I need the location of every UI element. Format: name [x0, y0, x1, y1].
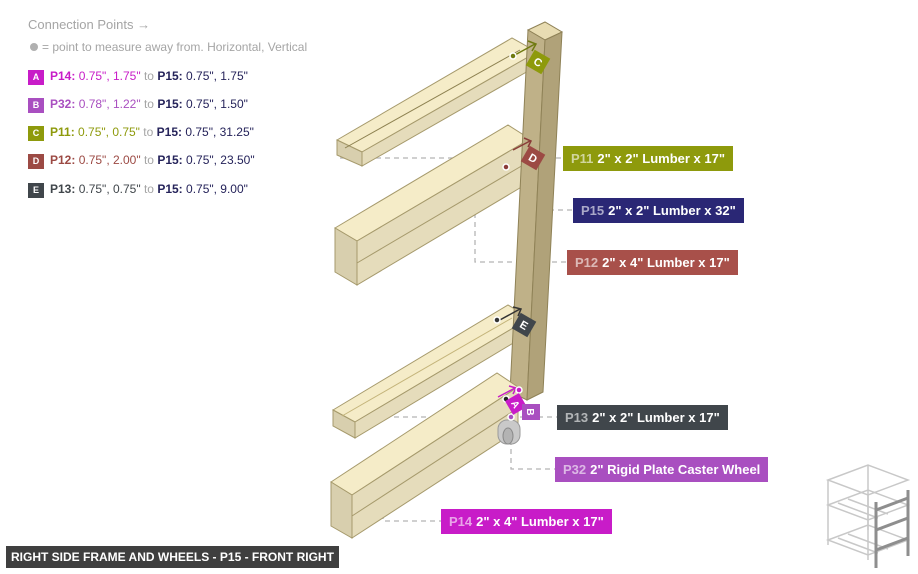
svg-text:A: A — [508, 399, 521, 411]
part-id: P14 — [449, 514, 473, 529]
part-id: P13 — [565, 410, 589, 425]
connection-row-e: E P13: 0.75", 0.75" to P15: 0.75", 9.00" — [28, 181, 248, 198]
badge-c-icon: C — [525, 49, 551, 75]
legend-title: Connection Points → — [28, 17, 151, 32]
part-desc: 2" x 4" Lumber x 17" — [476, 514, 604, 529]
part-desc: 2" Rigid Plate Caster Wheel — [590, 462, 761, 477]
to-value: 0.75", 31.25" — [185, 125, 254, 139]
part-desc: 2" x 2" Lumber x 32" — [608, 203, 736, 218]
to-value: 0.75", 1.75" — [186, 69, 248, 83]
connection-row-c: C P11: 0.75", 0.75" to P15: 0.75", 31.25" — [28, 124, 254, 141]
connection-row-b: B P32: 0.78", 1.22" to P15: 0.75", 1.50" — [28, 96, 248, 113]
to-part: P15: — [157, 69, 183, 83]
to-part: P15: — [156, 125, 182, 139]
part-desc: 2" x 2" Lumber x 17" — [597, 151, 726, 166]
part-id: P15 — [581, 203, 605, 218]
from-part: P12: — [50, 153, 76, 167]
part-desc: 2" x 4" Lumber x 17" — [602, 255, 730, 270]
badge-a-icon: A — [28, 70, 44, 85]
badge-d-icon: D — [28, 154, 44, 169]
to-value: 0.75", 9.00" — [186, 182, 248, 196]
from-part: P14: — [50, 69, 76, 83]
badge-b-icon: B — [28, 98, 44, 113]
badge-d-icon: D — [520, 145, 546, 171]
from-value: 0.75", 1.75" — [78, 69, 141, 83]
part-p12 — [334, 124, 531, 286]
to-word: to — [143, 182, 154, 196]
from-part: P13: — [50, 182, 76, 196]
to-value: 0.75", 23.50" — [186, 153, 255, 167]
to-value: 0.75", 1.50" — [186, 97, 248, 111]
badge-a-icon: A — [505, 393, 527, 415]
part-p32-caster — [497, 419, 521, 445]
to-word: to — [143, 97, 154, 111]
legend-note-text: = point to measure away from. Horizontal… — [42, 40, 308, 54]
connection-row-d: D P12: 0.75", 2.00" to P15: 0.75", 23.50" — [28, 152, 255, 169]
view-caption: RIGHT SIDE FRAME AND WHEELS - P15 - FRON… — [6, 546, 339, 568]
from-part: P11: — [50, 125, 75, 139]
to-word: to — [143, 153, 154, 167]
to-part: P15: — [157, 182, 183, 196]
part-desc: 2" x 2" Lumber x 17" — [592, 410, 720, 425]
from-value: 0.75", 0.75" — [78, 125, 140, 139]
part-id: P12 — [575, 255, 599, 270]
assembly-thumbnail — [825, 464, 911, 568]
badge-b-icon: B — [522, 404, 540, 420]
part-id: P32 — [563, 462, 587, 477]
part-id: P11 — [571, 151, 594, 166]
to-word: to — [143, 69, 154, 83]
connection-row-a: A P14: 0.75", 1.75" to P15: 0.75", 1.75" — [28, 68, 248, 85]
part-p15 — [509, 21, 564, 401]
from-part: P32: — [50, 97, 76, 111]
svg-text:B: B — [524, 408, 535, 415]
part-p14 — [330, 372, 519, 539]
from-value: 0.75", 0.75" — [78, 182, 141, 196]
to-part: P15: — [157, 153, 183, 167]
point-dot-icon — [30, 43, 38, 51]
to-part: P15: — [157, 97, 183, 111]
from-value: 0.75", 2.00" — [78, 153, 141, 167]
part-p13 — [331, 304, 531, 439]
to-word: to — [143, 125, 154, 139]
from-value: 0.78", 1.22" — [78, 97, 141, 111]
badge-c-icon: C — [28, 126, 44, 141]
badge-e-icon: E — [28, 183, 44, 198]
connection-marks — [493, 40, 538, 421]
badge-e-icon: E — [511, 312, 537, 338]
legend-note: = point to measure away from. Horizontal… — [30, 40, 307, 54]
